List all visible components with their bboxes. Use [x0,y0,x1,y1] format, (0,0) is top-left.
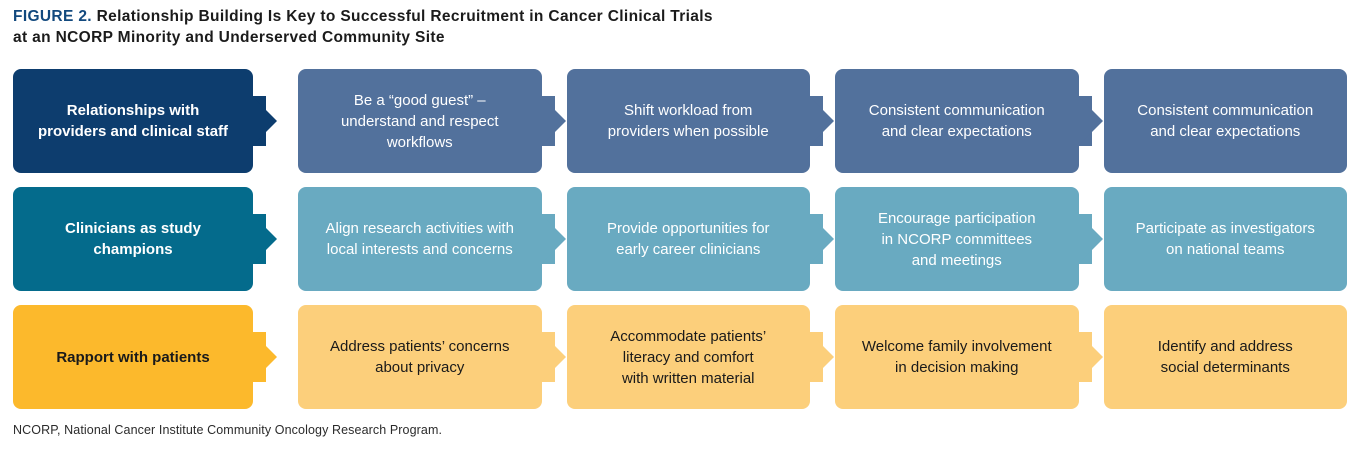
flow-step-3-2[interactable]: Accommodate patients’ literacy and comfo… [566,305,810,409]
flow-step-2-3[interactable]: Encourage participation in NCORP committ… [835,187,1079,291]
figure-title: FIGURE 2. Relationship Building Is Key t… [13,6,1343,48]
flow-step-1-3[interactable]: Consistent communication and clear expec… [835,69,1079,173]
flow-step-label: Welcome family involvement in decision m… [861,338,1052,376]
flow-step-1-4[interactable]: Consistent communication and clear expec… [1103,69,1347,173]
flow-step-3-3[interactable]: Welcome family involvement in decision m… [835,305,1079,409]
flow-step-3-1[interactable]: Address patients’ concerns about privacy [298,305,542,409]
flow-step-label: Consistent communication and clear expec… [1137,102,1314,140]
flow-step-label: Address patients’ concerns about privacy [329,338,510,376]
flow-row-rapport-with-patients: Rapport with patients Address patients’ … [13,305,1347,409]
flow-step-label: Participate as investigators on national… [1135,220,1315,258]
figure-footnote: NCORP, National Cancer Institute Communi… [13,423,443,437]
flow-step-1-1[interactable]: Be a “good guest” – understand and respe… [298,69,542,173]
flow-row-clinicians-as-study-champions: Clinicians as study champions Align rese… [13,187,1347,291]
row-header-label: Rapport with patients [56,348,210,366]
row-header-clinicians[interactable]: Clinicians as study champions [13,187,253,291]
flow-step-label: Identify and address social determinants [1157,338,1293,376]
flow-step-label: Encourage participation in NCORP committ… [877,209,1036,269]
figure-title-line-1: Relationship Building Is Key to Successf… [96,8,713,25]
row-header-label: Clinicians as study champions [65,220,201,258]
figure-title-line-2: at an NCORP Minority and Underserved Com… [13,29,445,46]
row-header-rapport[interactable]: Rapport with patients [13,305,253,409]
flow-step-label: Shift workload from providers when possi… [607,102,769,140]
flow-step-label: Accommodate patients’ literacy and comfo… [610,327,767,387]
figure-label: FIGURE 2. [13,8,92,25]
flow-step-2-2[interactable]: Provide opportunities for early career c… [566,187,810,291]
process-flow-diagram: Relationships with providers and clinica… [13,69,1347,409]
row-header-label: Relationships with providers and clinica… [37,102,229,140]
flow-row-relationships-with-providers-and-clinical-staff: Relationships with providers and clinica… [13,69,1347,173]
flow-step-2-1[interactable]: Align research activities with local int… [298,187,542,291]
row-header-relationships[interactable]: Relationships with providers and clinica… [13,69,253,173]
flow-step-label: Consistent communication and clear expec… [868,102,1045,140]
flow-step-2-4[interactable]: Participate as investigators on national… [1103,187,1347,291]
flow-step-label: Be a “good guest” – understand and respe… [340,91,499,151]
flow-step-label: Align research activities with local int… [325,220,514,258]
flow-step-label: Provide opportunities for early career c… [606,220,770,258]
flow-step-1-2[interactable]: Shift workload from providers when possi… [566,69,810,173]
flow-step-3-4[interactable]: Identify and address social determinants [1103,305,1347,409]
